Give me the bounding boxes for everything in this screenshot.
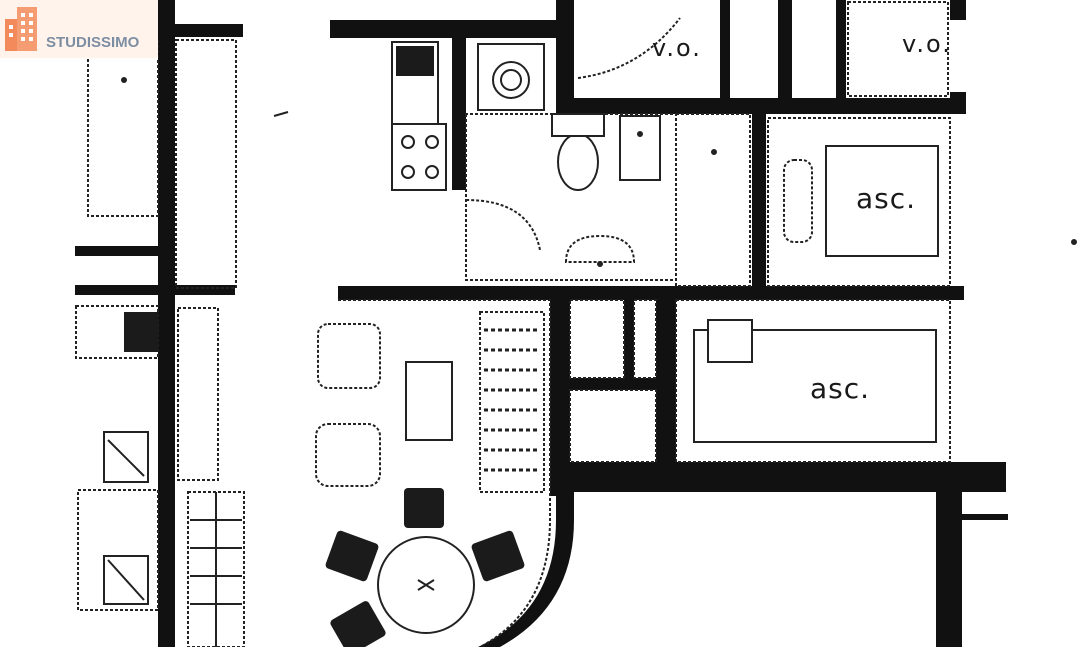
washer-drum-inner xyxy=(500,69,522,91)
shaft-2 xyxy=(633,299,657,379)
bookshelf-books xyxy=(484,328,540,472)
asc-upper-frame xyxy=(767,117,951,287)
wall-right-bottom-vertical xyxy=(936,470,962,647)
vo-right-room xyxy=(847,1,949,97)
door-swing-bath xyxy=(465,199,541,251)
dining-chair-left xyxy=(325,530,379,582)
wall-bottom-horizontal xyxy=(556,462,1006,492)
bathroom xyxy=(465,43,751,287)
toilet-tank xyxy=(551,113,605,137)
stove-burner-1 xyxy=(401,135,415,149)
wall-right-stub xyxy=(956,514,1008,520)
wall-middle-horizontal xyxy=(338,286,964,300)
bidet-drain xyxy=(637,131,643,137)
shaft-3 xyxy=(569,389,657,463)
left-bookcase-shelves xyxy=(190,492,242,647)
stove-burner-3 xyxy=(401,165,415,179)
washer-drum xyxy=(492,61,530,99)
stray-dot xyxy=(1071,239,1077,245)
wall-asc-vertical xyxy=(752,108,766,298)
stove-burner-2 xyxy=(425,135,439,149)
washer xyxy=(477,43,545,111)
wall-center-vertical-2 xyxy=(556,0,574,112)
wall-vo-divider-3 xyxy=(836,0,846,108)
shafts xyxy=(569,299,657,463)
bidet xyxy=(619,115,661,181)
wall-top-center xyxy=(330,20,562,38)
left-fixture-lower-detail xyxy=(107,559,145,601)
wall-left-vertical xyxy=(158,0,175,647)
wall-left-mid xyxy=(75,246,165,256)
vo-door-swing xyxy=(577,17,681,79)
left-tall-cabinet xyxy=(177,307,219,481)
living-outline xyxy=(338,299,551,647)
wall-vo-bottom xyxy=(556,98,966,114)
kitchen-stove xyxy=(391,123,447,191)
dining-table-mark xyxy=(417,579,435,591)
asc-upper-counterweight xyxy=(783,159,813,243)
wall-shaft-vertical-2 xyxy=(624,296,634,380)
left-sink-detail xyxy=(107,439,145,477)
wall-vo-divider-2 xyxy=(778,0,792,108)
dining-chair-right xyxy=(471,530,525,582)
left-column xyxy=(75,39,245,647)
wall-curved xyxy=(478,490,574,647)
stray-mark xyxy=(273,111,289,117)
dining-chair-bottom-left xyxy=(330,601,386,647)
toilet xyxy=(557,133,599,191)
asc-lower-panel xyxy=(707,319,753,363)
building-icon xyxy=(5,7,37,51)
wall-left-lower xyxy=(75,285,235,295)
asc-label-upper: asc. xyxy=(856,182,916,215)
left-shelving xyxy=(77,489,159,611)
sink-drain xyxy=(597,261,603,267)
living-area xyxy=(315,299,551,647)
asc-label-lower: asc. xyxy=(810,372,870,405)
left-room-marker xyxy=(121,77,127,83)
wall-vo-divider-1 xyxy=(720,0,730,108)
bookshelf xyxy=(479,311,545,493)
vo-label-right: v.o. xyxy=(902,30,952,58)
elevators: asc. asc. xyxy=(675,117,951,463)
shower-drain xyxy=(711,149,717,155)
watermark-text: STUDISSIMO xyxy=(46,34,140,51)
wall-right-top xyxy=(950,0,966,20)
watermark-logo: STUDISSIMO xyxy=(0,0,158,58)
stove-burner-4 xyxy=(425,165,439,179)
dining-chair-top xyxy=(404,488,444,528)
wall-shaft-vertical-1 xyxy=(550,296,570,496)
vo-rooms: v.o. v.o. xyxy=(577,1,952,97)
shower-tray xyxy=(675,113,751,287)
coffee-table xyxy=(405,361,453,441)
vo-label-left: v.o. xyxy=(652,34,702,62)
asc-upper-cabin xyxy=(825,145,939,257)
kitchen-fridge-panel xyxy=(396,46,434,76)
wall-center-vertical-1 xyxy=(452,20,466,190)
wall-shaft-vertical-3 xyxy=(656,296,676,486)
asc-lower-frame xyxy=(675,299,951,463)
left-corridor-outline xyxy=(175,39,237,289)
armchair-lower xyxy=(315,423,381,487)
left-counter-dark xyxy=(124,312,158,352)
left-room-outline xyxy=(87,39,159,217)
wall-shaft-horizontal xyxy=(556,378,676,390)
kitchen xyxy=(391,41,447,191)
walls xyxy=(75,0,1008,647)
armchair-upper xyxy=(317,323,381,389)
sink-basin xyxy=(564,234,636,263)
wall-right-vo xyxy=(950,92,966,112)
shaft-1 xyxy=(569,299,625,379)
